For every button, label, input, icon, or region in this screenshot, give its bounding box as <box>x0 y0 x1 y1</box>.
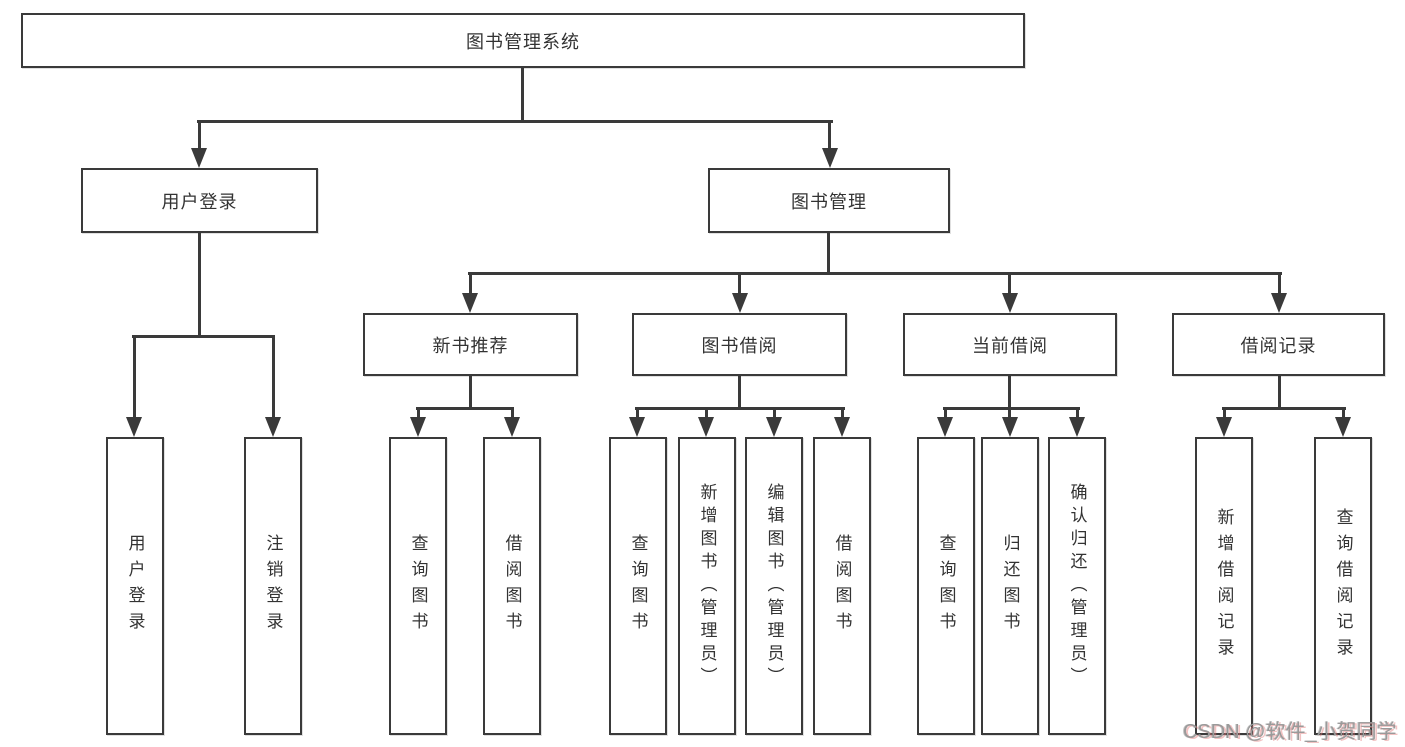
leaf-label: 查询图书 <box>936 534 956 638</box>
leaf-borrow-books-recommend: 借阅图书 <box>483 437 541 735</box>
arrow-down-icon <box>1216 417 1232 437</box>
connector-root-stem <box>521 68 524 122</box>
connector-currentborrow-stem <box>1008 376 1011 410</box>
arrow-down-icon <box>462 293 478 313</box>
connector-newbook-stem <box>469 376 472 410</box>
arrow-down-icon <box>629 417 645 437</box>
leaf-add-borrow-record: 新增借阅记录 <box>1195 437 1253 735</box>
leaf-add-books-admin: 新增图书（管理员） <box>678 437 736 735</box>
leaf-query-books-current: 查询图书 <box>917 437 975 735</box>
leaf-user-login: 用户登录 <box>106 437 164 735</box>
arrow-down-icon <box>732 293 748 313</box>
connector-bookborrow-stem <box>738 376 741 410</box>
node-label: 新书推荐 <box>432 335 509 356</box>
connector-userlogin-stem <box>198 233 201 338</box>
leaf-label: 借阅图书 <box>832 534 852 638</box>
leaf-label: 注销登录 <box>263 534 283 638</box>
leaf-label: 新增借阅记录 <box>1214 508 1234 664</box>
leaf-edit-books-admin: 编辑图书（管理员） <box>745 437 803 735</box>
connector-drop-leaf <box>511 407 514 421</box>
connector-drop-leaf <box>1008 407 1011 421</box>
node-library-system-root: 图书管理系统 <box>21 13 1025 68</box>
leaf-query-books-borrow: 查询图书 <box>609 437 667 735</box>
connector-drop-borrow-records <box>1278 272 1281 298</box>
connector-drop-book-mgmt <box>828 120 831 152</box>
node-user-login-branch: 用户登录 <box>81 168 318 233</box>
csdn-watermark: CSDN @软件_小贺同学 <box>1183 721 1397 743</box>
connector-root-split <box>197 120 833 123</box>
arrow-down-icon <box>410 417 426 437</box>
connector-bookborrow-split <box>635 407 845 410</box>
node-label: 用户登录 <box>161 191 238 212</box>
arrow-down-icon <box>126 417 142 437</box>
connector-drop-leaf <box>841 407 844 421</box>
connector-drop-leaf <box>272 335 275 421</box>
leaf-label: 新增图书（管理员） <box>697 482 717 690</box>
leaf-confirm-return-admin: 确认归还（管理员） <box>1048 437 1106 735</box>
arrow-down-icon <box>1069 417 1085 437</box>
node-book-management-branch: 图书管理 <box>708 168 950 233</box>
connector-drop-current-borrow <box>1008 272 1011 298</box>
arrow-down-icon <box>1335 417 1351 437</box>
leaf-label: 查询图书 <box>408 534 428 638</box>
connector-bookmgmt-stem <box>827 233 830 275</box>
node-book-borrow: 图书借阅 <box>632 313 847 376</box>
connector-drop-user-login <box>198 120 201 152</box>
connector-drop-leaf <box>417 407 420 421</box>
node-label: 图书借阅 <box>701 335 778 356</box>
node-label: 借阅记录 <box>1240 335 1317 356</box>
connector-borrowrecords-split <box>1222 407 1346 410</box>
connector-drop-leaf <box>1342 407 1345 421</box>
connector-drop-leaf <box>1223 407 1226 421</box>
arrow-down-icon <box>191 148 207 168</box>
connector-drop-leaf <box>773 407 776 421</box>
arrow-down-icon <box>822 148 838 168</box>
connector-drop-leaf <box>944 407 947 421</box>
leaf-label: 查询图书 <box>628 534 648 638</box>
node-current-borrow: 当前借阅 <box>903 313 1117 376</box>
connector-drop-book-borrow <box>738 272 741 298</box>
node-label: 当前借阅 <box>972 335 1048 356</box>
leaf-label: 确认归还（管理员） <box>1067 482 1087 690</box>
arrow-down-icon <box>1002 417 1018 437</box>
connector-drop-leaf <box>636 407 639 421</box>
connector-currentborrow-split <box>943 407 1080 410</box>
leaf-label: 编辑图书（管理员） <box>764 482 784 690</box>
leaf-return-books: 归还图书 <box>981 437 1039 735</box>
leaf-query-borrow-record: 查询借阅记录 <box>1314 437 1372 735</box>
arrow-down-icon <box>834 417 850 437</box>
node-label: 图书管理 <box>791 191 867 212</box>
arrow-down-icon <box>504 417 520 437</box>
connector-drop-leaf <box>1076 407 1079 421</box>
arrow-down-icon <box>1002 293 1018 313</box>
leaf-logout: 注销登录 <box>244 437 302 735</box>
arrow-down-icon <box>698 417 714 437</box>
node-new-book-recommend: 新书推荐 <box>363 313 578 376</box>
leaf-query-books-recommend: 查询图书 <box>389 437 447 735</box>
node-label: 图书管理系统 <box>466 31 580 52</box>
connector-bookmgmt-split <box>468 272 1282 275</box>
connector-borrowrecords-stem <box>1278 376 1281 410</box>
connector-newbook-split <box>416 407 514 410</box>
connector-drop-leaf <box>705 407 708 421</box>
arrow-down-icon <box>766 417 782 437</box>
arrow-down-icon <box>265 417 281 437</box>
arrow-down-icon <box>937 417 953 437</box>
node-borrow-records: 借阅记录 <box>1172 313 1385 376</box>
leaf-label: 借阅图书 <box>502 534 522 638</box>
connector-userlogin-split <box>132 335 274 338</box>
connector-drop-new-book <box>469 272 472 298</box>
leaf-borrow-books: 借阅图书 <box>813 437 871 735</box>
leaf-label: 查询借阅记录 <box>1333 508 1353 664</box>
leaf-label: 归还图书 <box>1000 534 1020 638</box>
leaf-label: 用户登录 <box>125 534 145 638</box>
connector-drop-leaf <box>133 335 136 421</box>
arrow-down-icon <box>1271 293 1287 313</box>
